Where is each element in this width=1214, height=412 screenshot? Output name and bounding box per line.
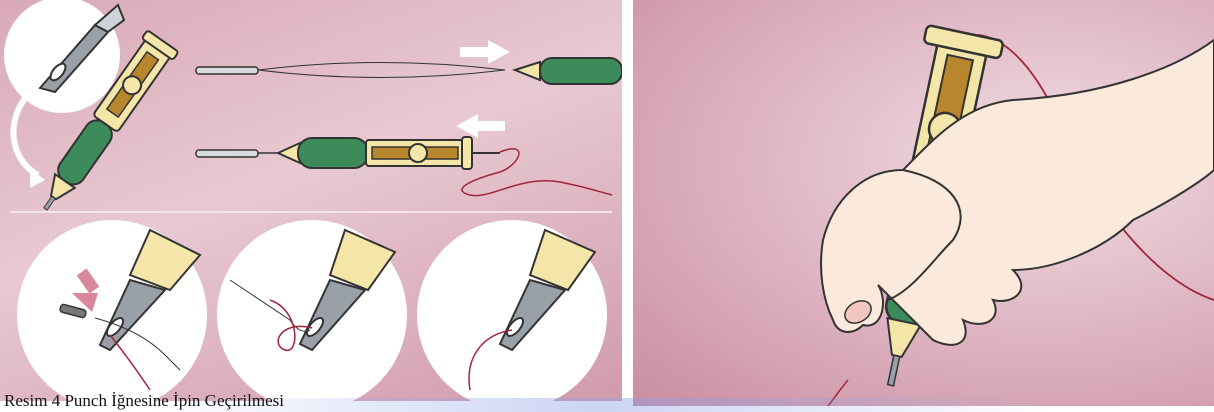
step-circle-2 — [217, 220, 407, 401]
threader-rod-bottom — [196, 150, 258, 157]
red-thread-loose — [462, 149, 612, 196]
hand — [821, 40, 1214, 345]
threader-wire-top — [258, 63, 505, 78]
arrow-left-icon — [456, 114, 505, 138]
threader-rod-top — [196, 67, 258, 74]
step-circle-1 — [17, 220, 207, 401]
punch-pen-top-right — [515, 58, 622, 84]
curved-arrow-icon — [13, 95, 38, 175]
zoom-circle-needle-tip — [4, 0, 120, 113]
curved-arrow-head — [30, 168, 45, 188]
watermark — [150, 398, 1050, 412]
figure-caption: Resim 4 Punch İğnesine İpin Geçirilmesi — [4, 390, 284, 412]
punch-pen-horizontal — [278, 137, 500, 169]
hand-holding-pen-illustration — [633, 0, 1214, 406]
step-circle-3 — [417, 220, 607, 401]
hand-pen-svg — [633, 0, 1214, 406]
arrow-right-icon — [460, 40, 510, 64]
threading-steps-svg — [0, 0, 622, 401]
threading-steps-illustration — [0, 0, 622, 401]
